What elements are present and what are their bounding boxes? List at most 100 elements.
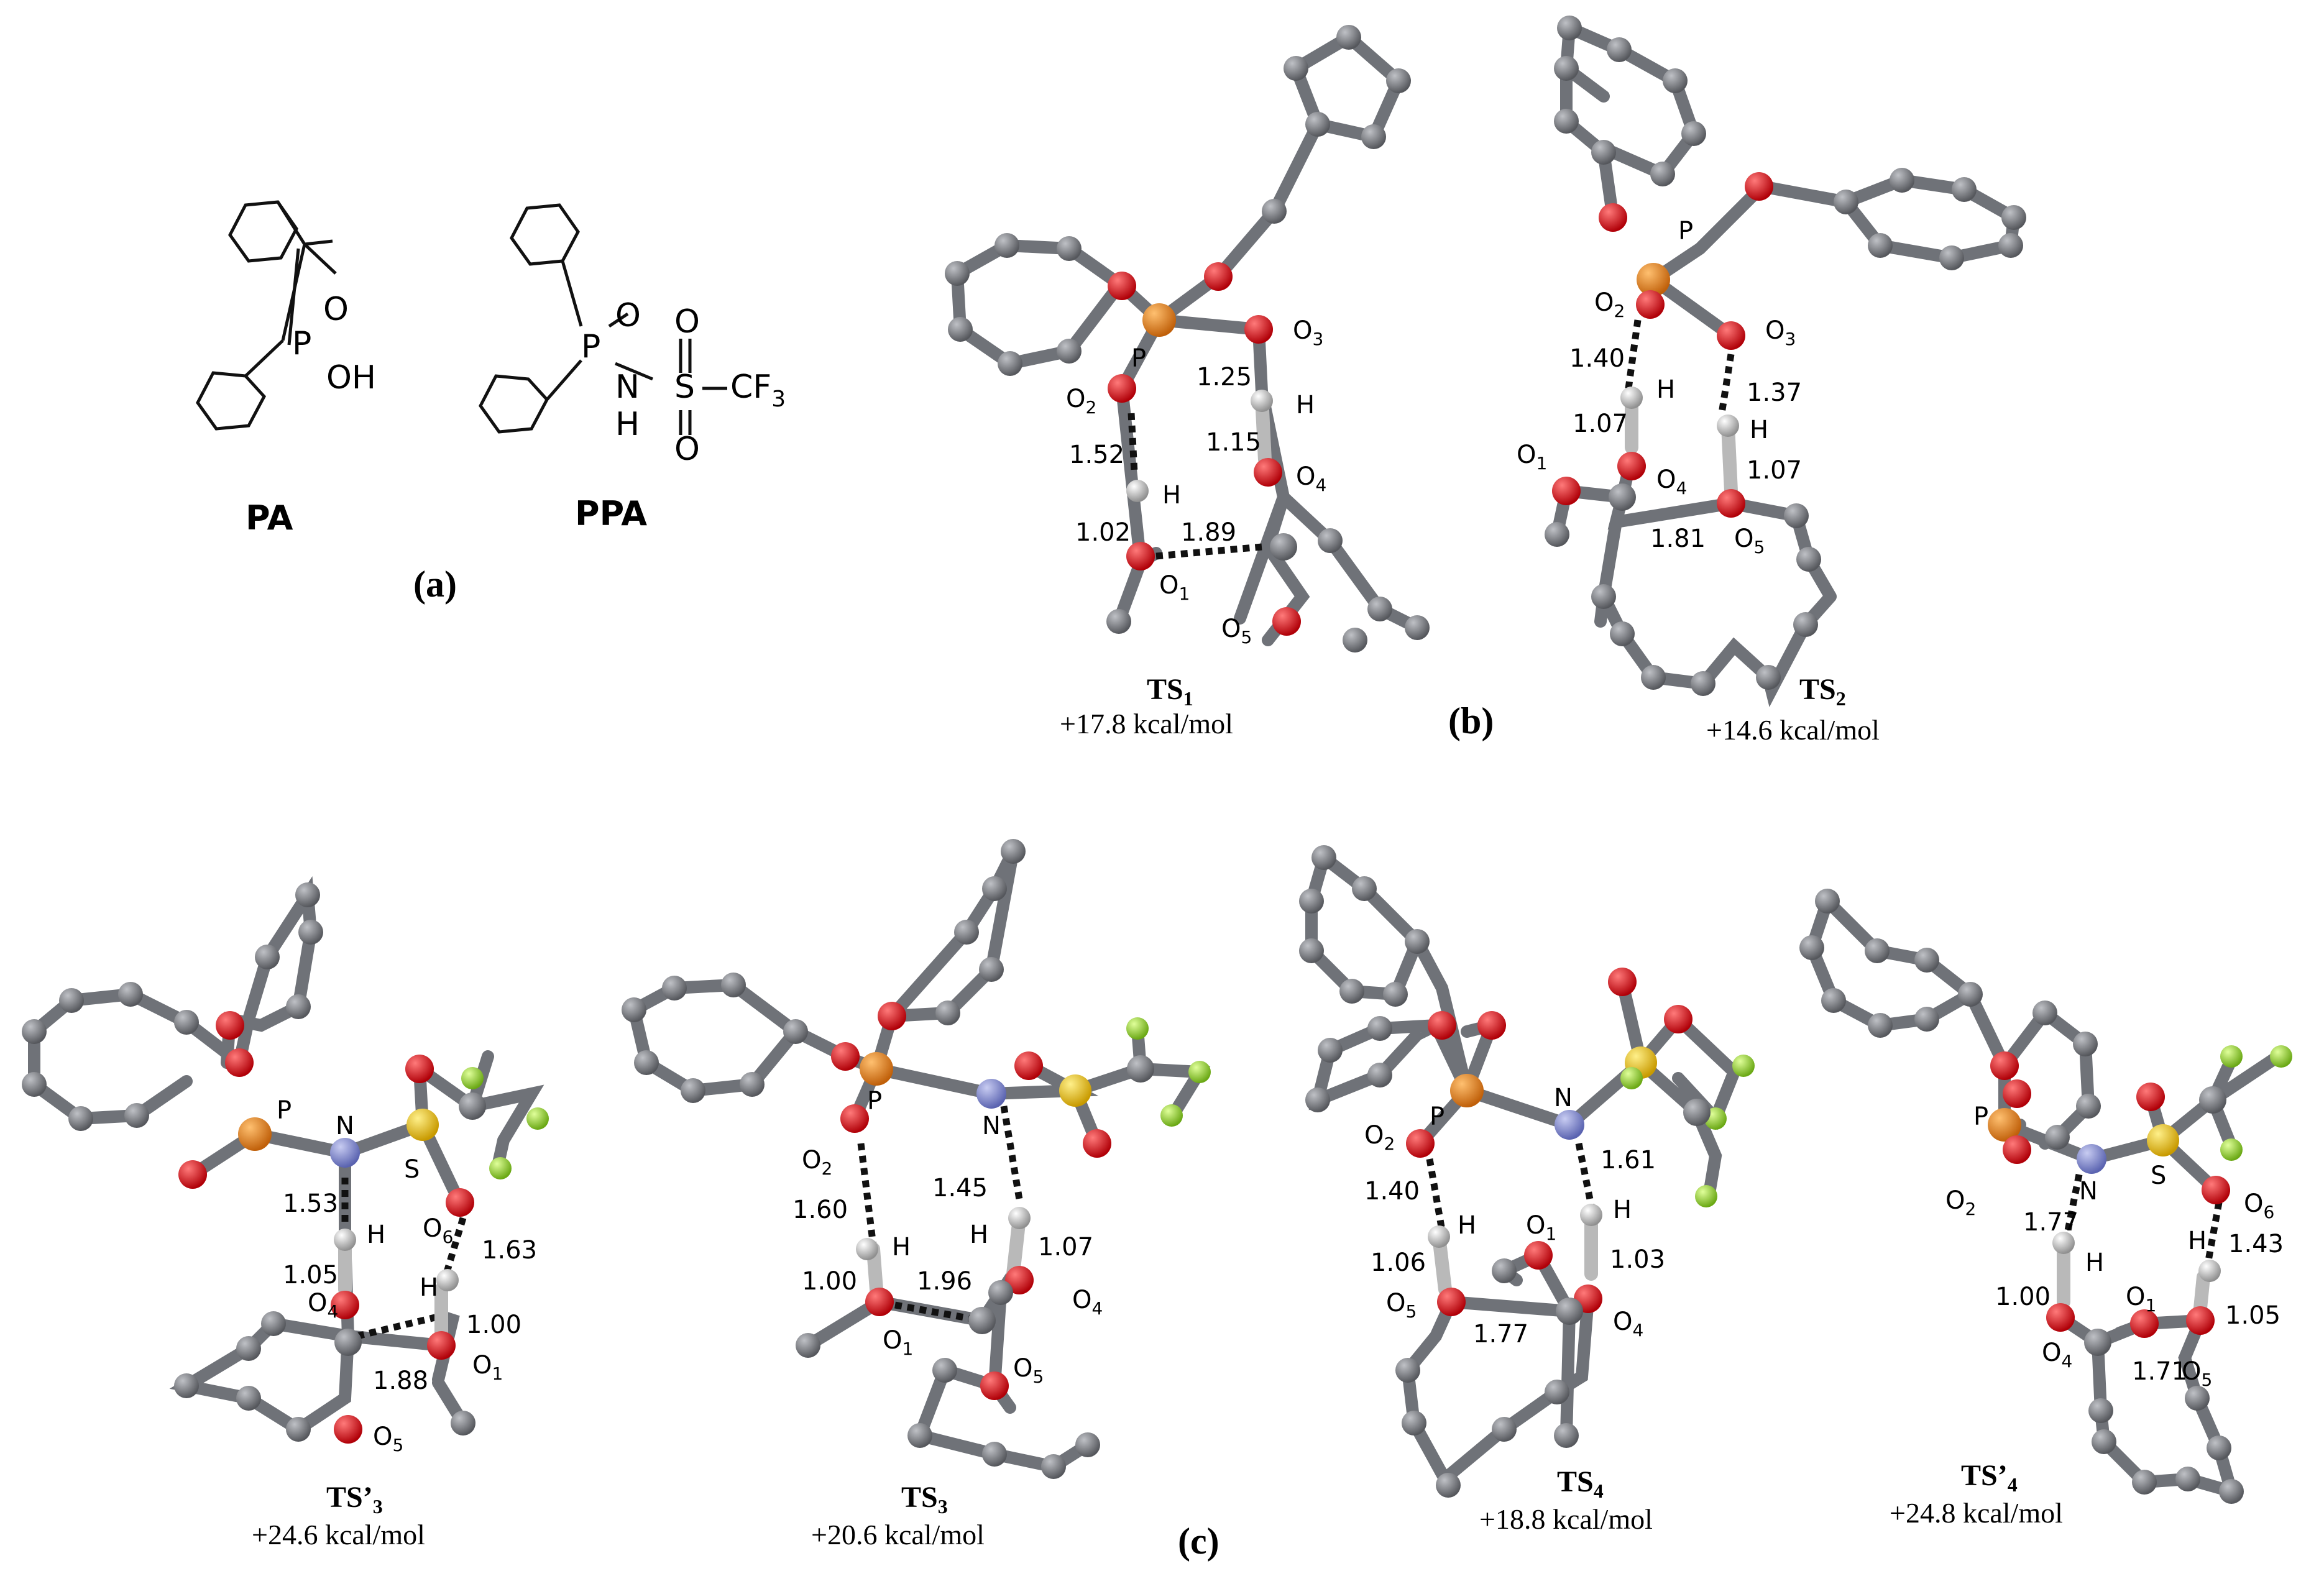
ts4p-name: TS’4 bbox=[1961, 1459, 2018, 1496]
ts1-distance-3: 1.89 bbox=[1181, 518, 1236, 547]
ppa-s-atom: S bbox=[674, 369, 695, 406]
ts4-distance-3: 1.77 bbox=[1473, 1320, 1528, 1349]
ts2-o3-label: O3 bbox=[1765, 316, 1796, 349]
ts3-model bbox=[622, 839, 1211, 1479]
ts2-h1-label: H bbox=[1656, 375, 1675, 404]
ts3p-annotations: P N S O6 O4 O1 O5 H H 1.53 1.05 1.88 1.6… bbox=[277, 1096, 537, 1455]
ts1-annotations: P O2 O3 O4 O1 O5 H H 1.52 1.02 1.89 1.25… bbox=[1066, 316, 1326, 648]
ts3-o1-label: O1 bbox=[883, 1326, 913, 1359]
ts1-o2-label: O2 bbox=[1066, 385, 1096, 418]
ts4-p-label: P bbox=[1430, 1102, 1444, 1131]
ts2-distance-5: 1.07 bbox=[1747, 456, 1802, 485]
ppa-n-atom: N bbox=[615, 369, 640, 406]
panel-a-label: (a) bbox=[413, 564, 457, 605]
panel-c-label: (c) bbox=[1178, 1521, 1219, 1562]
ts3p-distance-3: 1.88 bbox=[373, 1367, 428, 1395]
ts2-p-label: P bbox=[1678, 217, 1693, 245]
ts3-name: TS3 bbox=[901, 1481, 948, 1518]
ts3-p-label: P bbox=[867, 1087, 882, 1115]
ts4p-model bbox=[1799, 889, 2292, 1504]
ts2-o1-label: O1 bbox=[1517, 441, 1547, 474]
ts3-distance-3: 1.96 bbox=[917, 1267, 972, 1296]
ppa-p-atom: P bbox=[581, 328, 600, 365]
ts1-energy: +17.8 kcal/mol bbox=[1060, 708, 1233, 740]
ts1-distance-2: 1.02 bbox=[1075, 518, 1131, 547]
ts2-o4-label: O4 bbox=[1656, 465, 1687, 498]
ts3p-o5-label: O5 bbox=[373, 1422, 403, 1455]
ts2-o2-label: O2 bbox=[1594, 288, 1625, 321]
ts3-h1-label: H bbox=[892, 1233, 911, 1262]
ts3-energy: +20.6 kcal/mol bbox=[811, 1519, 985, 1550]
ts2-annotations: P O2 O3 O1 O4 O5 H H 1.40 1.07 1.81 1.37… bbox=[1517, 217, 1802, 557]
pa-structure: P O OH PA bbox=[196, 200, 376, 538]
ts2-h2-label: H bbox=[1750, 416, 1768, 444]
ppa-label: PPA bbox=[575, 494, 647, 533]
ts4-o2-label: O2 bbox=[1364, 1121, 1395, 1154]
ts3p-distance-1: 1.53 bbox=[283, 1189, 338, 1218]
ts3-n-label: N bbox=[982, 1112, 1001, 1140]
ts4-distance-4: 1.61 bbox=[1601, 1146, 1656, 1175]
ts3-distance-5: 1.07 bbox=[1038, 1233, 1093, 1262]
ts3p-o6-label: O6 bbox=[423, 1214, 453, 1247]
ts4-distance-2: 1.06 bbox=[1371, 1248, 1426, 1277]
ts4-annotations: P N O2 O1 O5 O4 H H 1.40 1.06 1.77 1.61 … bbox=[1364, 1084, 1665, 1349]
panel-a: P O OH PA P O N H S O O CF3 PPA (a) bbox=[196, 200, 786, 605]
ppa-cf3-group: CF3 bbox=[730, 369, 786, 412]
ts2-energy: +14.6 kcal/mol bbox=[1706, 714, 1880, 746]
ts3-o2-label: O2 bbox=[802, 1146, 832, 1179]
ts4p-distance-1: 1.77 bbox=[2023, 1208, 2078, 1237]
ts3-o4-label: O4 bbox=[1072, 1286, 1103, 1319]
ppa-o-atom: O bbox=[615, 297, 641, 334]
ts4p-o6-label: O6 bbox=[2244, 1189, 2274, 1222]
ts1-h1-label: H bbox=[1162, 481, 1181, 510]
ts3p-n-label: N bbox=[336, 1112, 354, 1140]
ts3p-distance-2: 1.05 bbox=[283, 1261, 338, 1289]
ts4p-s-label: S bbox=[2151, 1161, 2166, 1190]
ts4-h1-label: H bbox=[1458, 1211, 1476, 1240]
ts3p-distance-5: 1.00 bbox=[466, 1311, 521, 1339]
ts1-o3-label: O3 bbox=[1293, 316, 1323, 349]
ts4-h2-label: H bbox=[1613, 1196, 1632, 1224]
panel-c: P N S O6 O4 O1 O5 H H 1.53 1.05 1.88 1.6… bbox=[22, 839, 2292, 1562]
ts3p-distance-4: 1.63 bbox=[482, 1236, 537, 1265]
ts1-distance-5: 1.15 bbox=[1206, 428, 1261, 457]
ts4-distance-1: 1.40 bbox=[1364, 1177, 1420, 1206]
panel-b-label: (b) bbox=[1448, 700, 1494, 741]
ts4-distance-5: 1.03 bbox=[1610, 1245, 1665, 1274]
ts3p-model bbox=[22, 876, 549, 1444]
ts4-o4-label: O4 bbox=[1613, 1307, 1643, 1340]
ppa-o-bottom-atom: O bbox=[674, 431, 700, 468]
ts3-distance-4: 1.45 bbox=[932, 1174, 988, 1202]
ts3p-p-label: P bbox=[277, 1096, 292, 1125]
ppa-structure: P O N H S O O CF3 PPA bbox=[479, 203, 786, 533]
ts1-o5-label: O5 bbox=[1221, 615, 1252, 648]
ts4p-distance-4: 1.43 bbox=[2228, 1230, 2284, 1258]
ts2-distance-4: 1.37 bbox=[1747, 378, 1802, 407]
pa-label: PA bbox=[246, 498, 293, 538]
ts4p-energy: +24.8 kcal/mol bbox=[1890, 1497, 2063, 1529]
ts1-p-label: P bbox=[1131, 344, 1146, 373]
ts3-annotations: P N O2 O1 O4 O5 H H 1.60 1.00 1.96 1.45 … bbox=[792, 1087, 1103, 1387]
pa-oh-group: OH bbox=[326, 359, 376, 396]
ts4p-n-label: N bbox=[2079, 1177, 2098, 1206]
ts3-distance-2: 1.00 bbox=[802, 1267, 857, 1296]
ts2-model bbox=[1545, 16, 2026, 707]
ts4p-o2-label: O2 bbox=[1945, 1186, 1976, 1219]
ts4p-distance-5: 1.05 bbox=[2225, 1301, 2280, 1330]
ts3p-energy: +24.6 kcal/mol bbox=[252, 1519, 425, 1550]
ts3p-o1-label: O1 bbox=[472, 1351, 503, 1384]
ts2-name: TS2 bbox=[1799, 673, 1846, 710]
ts4-n-label: N bbox=[1554, 1084, 1573, 1112]
ts4p-h2-label: H bbox=[2188, 1227, 2207, 1255]
ts3p-o4-label: O4 bbox=[308, 1289, 338, 1322]
ts4-energy: +18.8 kcal/mol bbox=[1479, 1503, 1653, 1535]
pa-p-atom: P bbox=[292, 325, 311, 362]
panel-b: P O2 O3 O4 O1 O5 H H 1.52 1.02 1.89 1.25… bbox=[945, 16, 2026, 746]
ts1-distance-4: 1.25 bbox=[1196, 363, 1252, 392]
pa-o-atom: O bbox=[323, 291, 349, 328]
ts4p-h1-label: H bbox=[2085, 1248, 2104, 1277]
ts2-distance-3: 1.81 bbox=[1650, 524, 1706, 553]
ts4p-annotations: P N S O2 O6 O1 O4 O5 H H 1.77 1.00 1.71 … bbox=[1945, 1102, 2284, 1390]
ppa-h-atom: H bbox=[615, 406, 640, 443]
